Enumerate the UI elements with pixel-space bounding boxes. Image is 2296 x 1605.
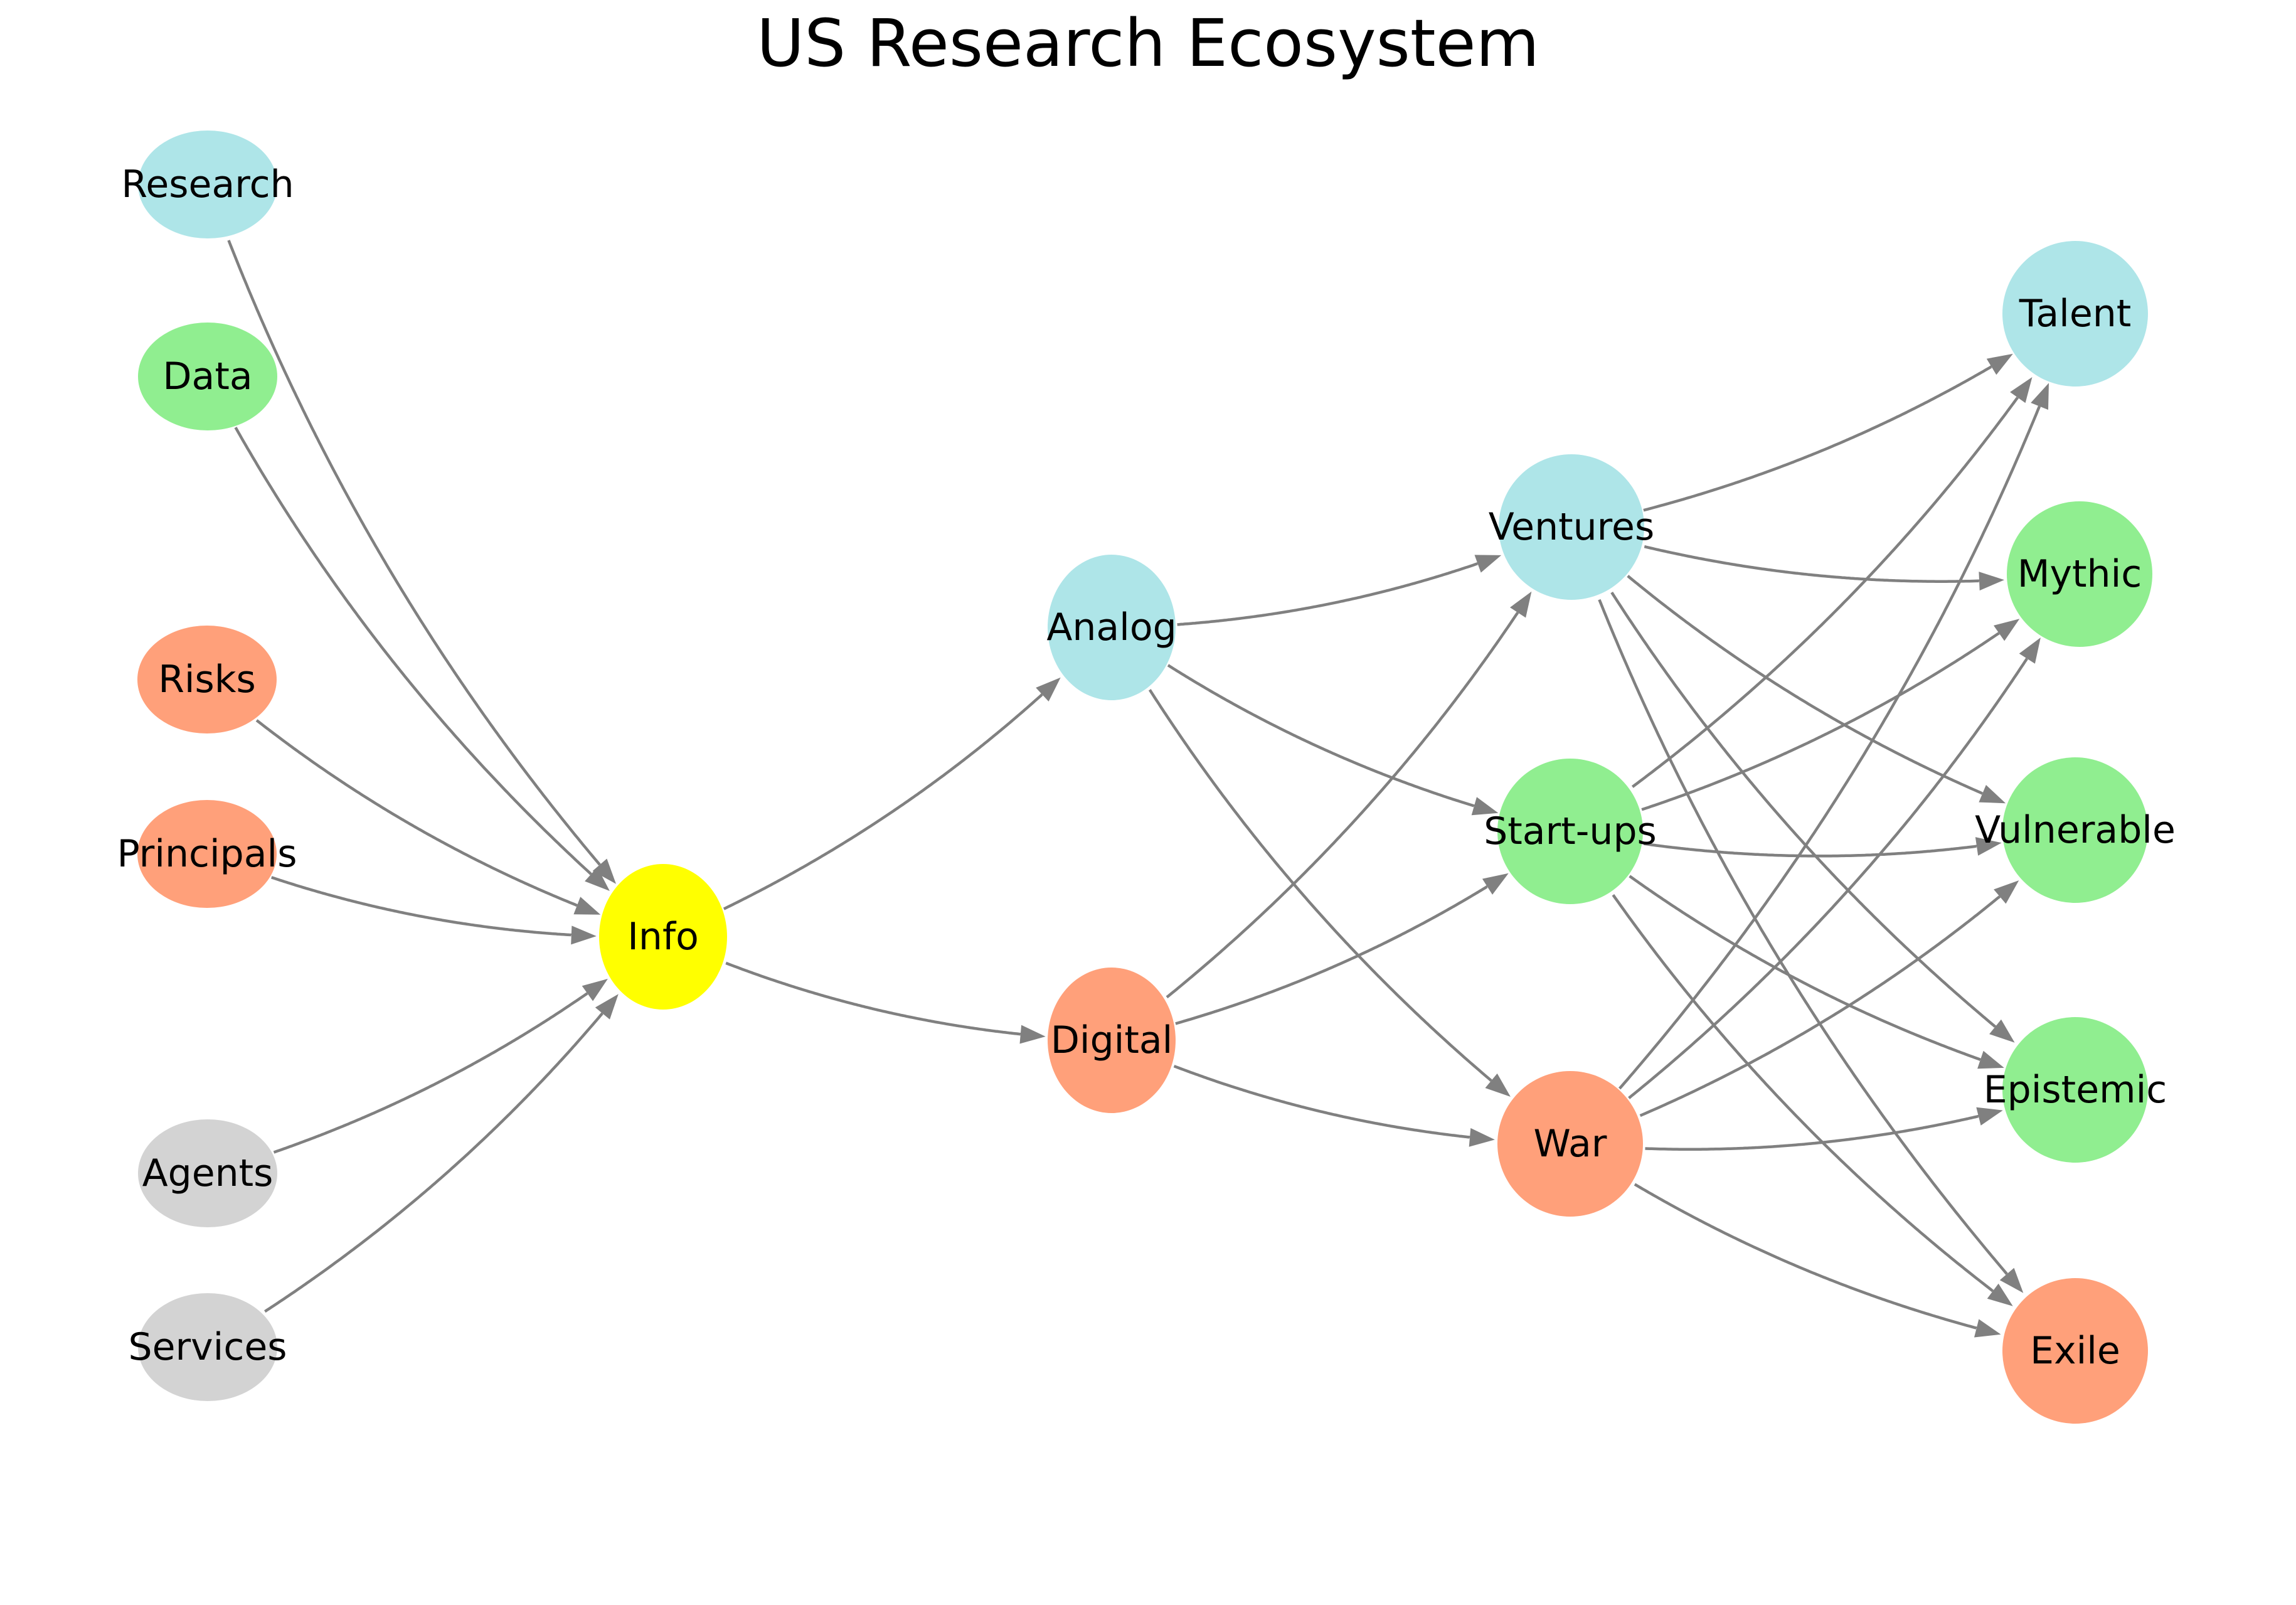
- arrowhead-Start-ups-Talent: [2010, 377, 2033, 403]
- edge-Ventures-Exile: [1598, 599, 2008, 1275]
- edge-Info-Digital: [725, 961, 1023, 1036]
- node-label-Info: Info: [627, 915, 699, 959]
- arrowhead-Analog-Start-ups: [1471, 797, 1499, 816]
- node-label-Data: Data: [162, 355, 252, 398]
- node-label-Analog: Analog: [1046, 605, 1176, 649]
- node-Start-ups: [1497, 759, 1643, 904]
- node-Data: [138, 323, 277, 430]
- node-label-Mythic: Mythic: [2017, 552, 2142, 596]
- edge-War-Exile: [1634, 1183, 1978, 1330]
- edge-Ventures-Vulnerable: [1627, 575, 1984, 795]
- edge-Digital-Ventures: [1166, 611, 1519, 999]
- arrowhead-Digital-Start-ups: [1482, 873, 1509, 895]
- node-Services: [138, 1293, 277, 1401]
- node-label-Ventures: Ventures: [1489, 505, 1654, 549]
- node-Talent: [2002, 241, 2148, 387]
- arrowhead-Ventures-Exile: [1999, 1267, 2024, 1293]
- edge-Start-ups-Exile: [1612, 894, 1994, 1293]
- arrowhead-Ventures-Epistemic: [1989, 1019, 2015, 1043]
- node-Analog: [1048, 555, 1176, 700]
- edge-War-Vulnerable: [1639, 895, 2001, 1117]
- node-Vulnerable: [2002, 757, 2148, 903]
- edge-Risks-Info: [255, 719, 578, 907]
- arrowhead-War-Vulnerable: [1994, 880, 2019, 904]
- arrowhead-Start-ups-Vulnerable: [1975, 837, 2002, 856]
- edge-War-Epistemic: [1645, 1114, 1980, 1151]
- arrowhead-Risks-Info: [573, 897, 601, 915]
- arrowhead-Principals-Info: [571, 925, 597, 945]
- edge-Analog-Ventures: [1177, 562, 1479, 626]
- node-Digital: [1048, 968, 1176, 1113]
- edge-Data-Info: [234, 427, 592, 875]
- labels-layer: ResearchDataRisksPrincipalsAgentsService…: [117, 163, 2176, 1373]
- node-label-Talent: Talent: [2019, 292, 2132, 336]
- arrowhead-Info-Analog: [1036, 677, 1061, 701]
- edge-Research-Info: [227, 240, 601, 866]
- arrowhead-Ventures-Talent: [1986, 353, 2013, 375]
- node-label-Principals: Principals: [117, 832, 297, 876]
- node-Research: [138, 131, 277, 238]
- arrowhead-Analog-War: [1485, 1073, 1511, 1097]
- edge-Ventures-Mythic: [1644, 545, 1980, 583]
- node-Exile: [2002, 1278, 2148, 1424]
- node-label-Start-ups: Start-ups: [1484, 809, 1657, 853]
- edge-Principals-Info: [271, 876, 573, 937]
- edge-Start-ups-Vulnerable: [1644, 842, 1978, 858]
- node-label-Risks: Risks: [158, 658, 256, 701]
- edge-Services-Info: [264, 1012, 603, 1313]
- edge-Digital-Start-ups: [1175, 885, 1489, 1025]
- arrowhead-Ventures-Vulnerable: [1979, 785, 2006, 804]
- node-label-War: War: [1534, 1122, 1607, 1166]
- figure-title: US Research Ecosystem: [757, 5, 1539, 82]
- arrowhead-Info-Digital: [1019, 1025, 1046, 1044]
- arrowhead-Ventures-Mythic: [1979, 572, 2004, 591]
- arrowhead-War-Talent: [2031, 383, 2049, 410]
- arrowhead-Start-ups-Epistemic: [1977, 1050, 2004, 1069]
- node-label-Research: Research: [121, 163, 294, 206]
- node-Principals: [137, 800, 277, 908]
- arrowhead-Analog-Ventures: [1474, 555, 1502, 573]
- edge-War-Mythic: [1628, 658, 2028, 1099]
- arrowhead-Data-Info: [585, 867, 610, 891]
- node-label-Services: Services: [128, 1325, 287, 1369]
- node-Ventures: [1499, 454, 1644, 600]
- node-Epistemic: [2002, 1017, 2148, 1163]
- arrowhead-Services-Info: [595, 994, 619, 1020]
- arrowhead-Start-ups-Exile: [1987, 1283, 2013, 1306]
- node-label-Exile: Exile: [2030, 1329, 2120, 1373]
- node-Risks: [137, 626, 277, 733]
- edge-Start-ups-Epistemic: [1629, 875, 1981, 1061]
- edge-War-Talent: [1618, 405, 2041, 1090]
- node-label-Vulnerable: Vulnerable: [1975, 808, 2176, 852]
- node-label-Epistemic: Epistemic: [1984, 1068, 2167, 1112]
- edge-Analog-Start-ups: [1167, 664, 1475, 808]
- arrowhead-Digital-Ventures: [1510, 591, 1532, 618]
- edge-Start-ups-Talent: [1631, 397, 2019, 788]
- node-label-Digital: Digital: [1051, 1018, 1173, 1062]
- node-Info: [599, 864, 727, 1010]
- arrowhead-Agents-Info: [582, 979, 608, 1001]
- edge-Start-ups-Mythic: [1641, 632, 2000, 811]
- arrowhead-War-Exile: [1974, 1319, 2001, 1338]
- edges-layer: [227, 240, 2049, 1338]
- arrowhead-War-Epistemic: [1976, 1107, 2003, 1126]
- node-Mythic: [2007, 501, 2152, 647]
- arrowhead-Digital-War: [1469, 1128, 1495, 1147]
- arrowhead-War-Mythic: [2019, 637, 2041, 664]
- arrowhead-Research-Info: [592, 858, 616, 884]
- arrowhead-Start-ups-Mythic: [1994, 619, 2020, 641]
- node-label-Agents: Agents: [142, 1151, 274, 1195]
- node-Agents: [138, 1119, 277, 1227]
- edge-Agents-Info: [273, 992, 588, 1154]
- node-War: [1497, 1071, 1643, 1217]
- edge-Digital-War: [1173, 1065, 1471, 1139]
- edge-Analog-War: [1148, 689, 1492, 1082]
- nodes-layer: [137, 131, 2152, 1424]
- edge-Info-Analog: [723, 693, 1044, 910]
- edge-Ventures-Epistemic: [1610, 591, 1997, 1028]
- edge-Ventures-Talent: [1643, 365, 1993, 512]
